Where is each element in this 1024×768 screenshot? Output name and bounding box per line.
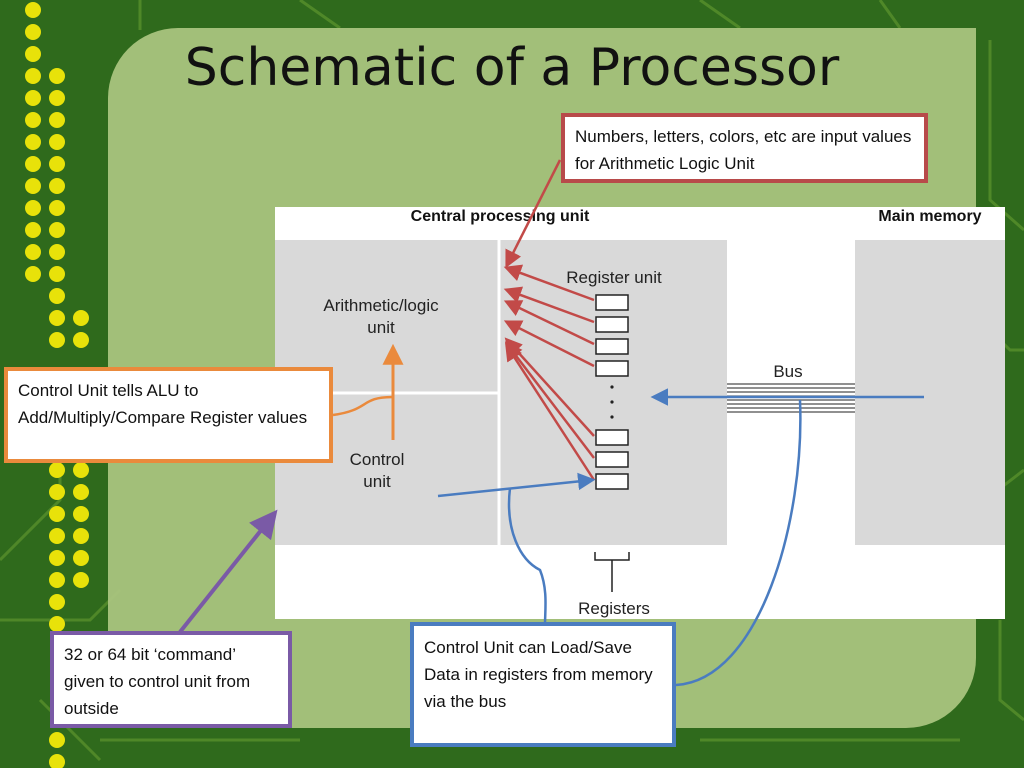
registers-label: Registers [578, 599, 650, 618]
register-unit-label: Register unit [566, 268, 662, 287]
load-save-callout: Control Unit can Load/Save Data in regis… [410, 622, 676, 747]
register-slot [595, 338, 629, 355]
register-slot [595, 360, 629, 377]
register-slot [595, 473, 629, 490]
main-memory-block [855, 240, 1005, 545]
command-callout: 32 or 64 bit ‘command’ given to control … [50, 631, 292, 728]
alu-label-line1: Arithmetic/logic [323, 296, 439, 315]
alu-inputs-callout: Numbers, letters, colors, etc are input … [561, 113, 928, 183]
alu-label-line2: unit [367, 318, 395, 337]
memory-header: Main memory [878, 208, 981, 225]
register-slot [595, 316, 629, 333]
register-ellipsis [610, 385, 614, 419]
register-slot [595, 451, 629, 468]
processor-diagram-drawing: Central processing unit Main memory Arit… [275, 208, 1005, 618]
bus-lines [727, 383, 855, 413]
control-label-line1: Control [350, 450, 405, 469]
slide-title: Schematic of a Processor [184, 38, 840, 98]
control-label-line2: unit [363, 472, 391, 491]
register-stack [595, 294, 629, 490]
processor-diagram: Central processing unit Main memory Arit… [275, 207, 1005, 619]
control-alu-callout: Control Unit tells ALU to Add/Multiply/C… [4, 367, 333, 463]
bus-label: Bus [773, 362, 802, 381]
register-slot [595, 294, 629, 311]
cpu-header: Central processing unit [411, 208, 590, 225]
register-slot [595, 429, 629, 446]
registers-bracket [594, 552, 630, 592]
